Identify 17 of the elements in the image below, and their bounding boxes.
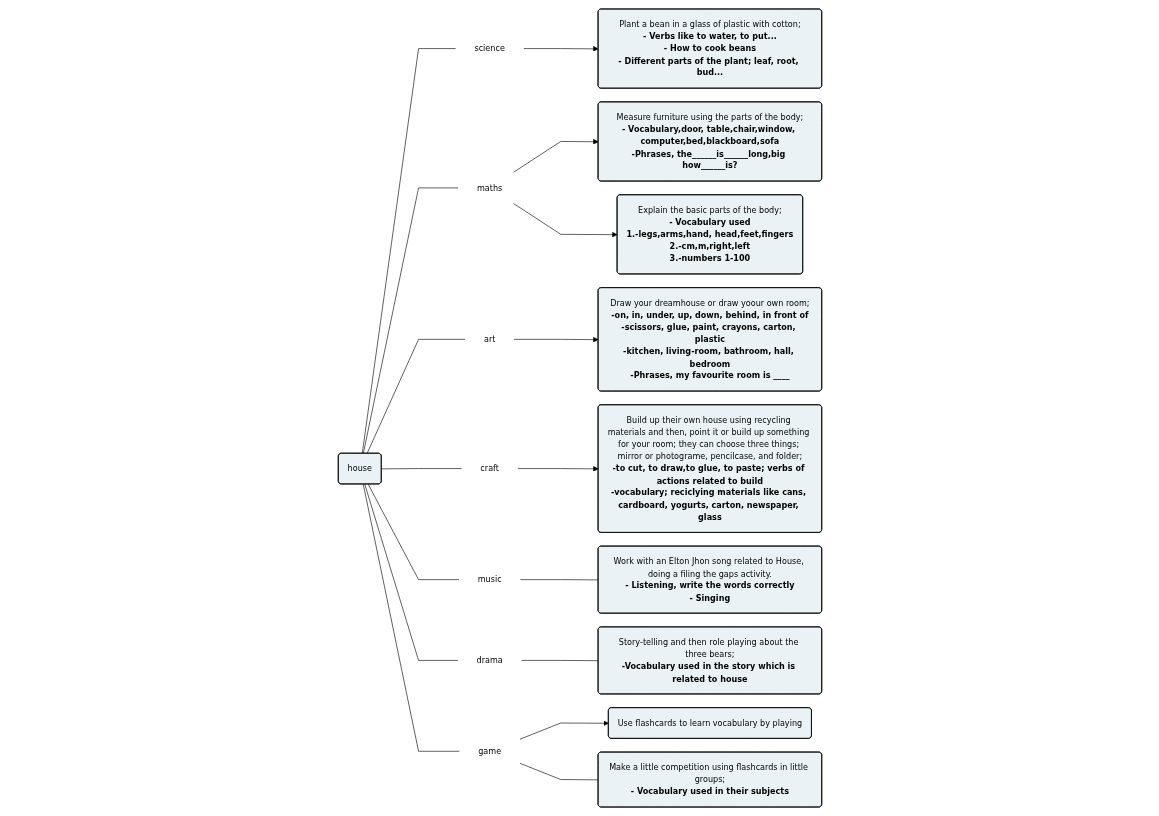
node-text: art [483,334,495,344]
node-text: music [477,574,502,585]
connector [519,579,599,581]
connector [367,483,459,580]
node-text: drama [476,655,503,665]
connector [518,762,599,781]
connector [362,483,460,752]
node-text: craft [479,463,499,474]
node-text: game [477,746,501,756]
connector [366,339,466,454]
connector [364,483,458,661]
node-text: science [473,43,505,54]
connector [361,48,456,454]
node-text: maths [476,183,502,193]
connector [520,660,599,661]
connector [380,468,462,470]
connector [362,187,459,454]
